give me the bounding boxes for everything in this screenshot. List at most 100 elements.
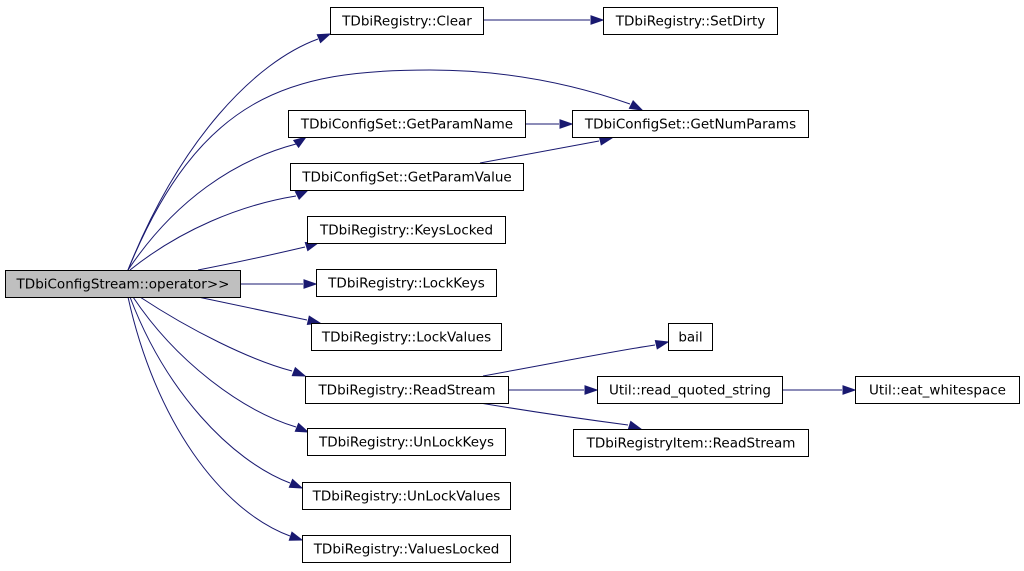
node-box (603, 7, 778, 35)
node-keyslocked[interactable]: TDbiRegistry::KeysLocked (307, 216, 506, 244)
node-unlockkeys[interactable]: TDbiRegistry::UnLockKeys (307, 428, 506, 456)
node-label: TDbiRegistry::LockValues (321, 330, 491, 346)
node-itemreadstream[interactable]: TDbiRegistryItem::ReadStream (573, 429, 809, 457)
node-label: TDbiRegistry::ReadStream (317, 383, 495, 399)
node-label: bail (678, 330, 702, 346)
edge-line (127, 143, 297, 271)
arrowhead-icon (288, 531, 304, 541)
node-box (290, 163, 524, 191)
node-label: TDbiRegistry::SetDirty (615, 14, 766, 30)
edge-root-to-lockkeys (240, 279, 318, 289)
edge-line (139, 296, 293, 372)
arrowhead-icon (628, 100, 644, 111)
node-label: TDbiRegistry::LockKeys (327, 276, 485, 292)
arrowhead-icon (303, 279, 318, 289)
node-clear[interactable]: TDbiRegistry::Clear (330, 7, 484, 35)
node-box (288, 110, 526, 138)
node-label: TDbiConfigSet::GetNumParams (584, 117, 796, 133)
arrowhead-icon (584, 385, 599, 395)
node-eatws[interactable]: Util::eat_whitespace (855, 376, 1020, 404)
arrowhead-icon (590, 15, 605, 25)
edge-getparamvalue-to-getnumparams (479, 136, 614, 164)
node-label: TDbiConfigSet::GetParamName (300, 117, 513, 133)
edge-line (197, 296, 308, 321)
edge-root-to-getparamvalue (129, 189, 310, 271)
edge-root-to-clear (127, 33, 332, 271)
edge-readstream-to-bail (482, 340, 670, 377)
node-valueslocked[interactable]: TDbiRegistry::ValuesLocked (302, 535, 511, 563)
node-getparamname[interactable]: TDbiConfigSet::GetParamName (288, 110, 526, 138)
node-box (573, 429, 809, 457)
call-graph-edges (127, 15, 857, 541)
node-lockvalues[interactable]: TDbiRegistry::LockValues (311, 323, 502, 351)
arrowhead-icon (559, 119, 574, 129)
edge-clear-to-setdirty (483, 15, 605, 25)
arrowhead-icon (292, 136, 308, 149)
node-box (316, 269, 497, 297)
node-root[interactable]: TDbiConfigStream::operator>> (5, 270, 241, 298)
node-label: Util::eat_whitespace (869, 383, 1006, 399)
edge-line (129, 296, 291, 484)
node-label: TDbiRegistry::UnLockValues (312, 489, 501, 505)
node-label: TDbiConfigSet::GetParamValue (301, 170, 511, 186)
edge-readquoted-to-eatws (782, 385, 857, 395)
node-box (307, 428, 506, 456)
arrowhead-icon (316, 33, 332, 44)
edge-line (127, 38, 319, 271)
arrowhead-icon (294, 189, 310, 200)
node-box (855, 376, 1020, 404)
node-box (302, 535, 511, 563)
edge-line (127, 296, 291, 537)
arrowhead-icon (627, 420, 643, 431)
node-label: TDbiConfigStream::operator>> (16, 277, 230, 293)
node-box (330, 7, 484, 35)
edge-root-to-lockvalues (197, 296, 322, 325)
node-unlockvalues[interactable]: TDbiRegistry::UnLockValues (302, 482, 511, 510)
node-getparamvalue[interactable]: TDbiConfigSet::GetParamValue (290, 163, 524, 191)
node-box (597, 376, 783, 404)
node-label: TDbiRegistry::UnLockKeys (318, 435, 494, 451)
edge-line (479, 140, 600, 164)
node-box (311, 323, 502, 351)
node-label: Util::read_quoted_string (609, 383, 771, 399)
node-box (5, 270, 241, 298)
edge-readstream-to-readquoted (508, 385, 599, 395)
node-label: TDbiRegistry::Clear (341, 14, 472, 30)
edge-line (132, 296, 297, 428)
edge-line (127, 69, 631, 271)
arrowhead-icon (288, 478, 304, 489)
edge-root-to-getnumparams (127, 69, 644, 271)
edge-line (479, 402, 629, 426)
edge-root-to-keyslocked (197, 241, 320, 271)
node-readstream[interactable]: TDbiRegistry::ReadStream (305, 376, 509, 404)
edge-line (197, 246, 306, 271)
node-readquoted[interactable]: Util::read_quoted_string (597, 376, 783, 404)
arrowhead-icon (842, 385, 857, 395)
arrowhead-icon (291, 366, 307, 377)
node-label: TDbiRegistryItem::ReadStream (586, 436, 796, 452)
edge-readstream-to-itemreadstream (479, 402, 643, 431)
edge-root-to-unlockkeys (132, 296, 310, 433)
arrowhead-icon (294, 422, 310, 433)
edge-line (482, 344, 656, 377)
arrowhead-icon (654, 340, 670, 350)
node-lockkeys[interactable]: TDbiRegistry::LockKeys (316, 269, 497, 297)
node-box (305, 376, 509, 404)
node-label: TDbiRegistry::ValuesLocked (313, 542, 500, 558)
node-bail[interactable]: bail (668, 323, 713, 351)
edge-root-to-valueslocked (127, 296, 304, 541)
node-getnumparams[interactable]: TDbiConfigSet::GetNumParams (572, 110, 809, 138)
node-label: TDbiRegistry::KeysLocked (319, 223, 493, 239)
node-setdirty[interactable]: TDbiRegistry::SetDirty (603, 7, 778, 35)
edge-line (129, 195, 297, 271)
node-box (302, 482, 511, 510)
node-box (572, 110, 809, 138)
edge-root-to-unlockvalues (129, 296, 304, 489)
edge-getparamname-to-getnumparams (525, 119, 574, 129)
edge-root-to-readstream (139, 296, 307, 377)
node-box (307, 216, 506, 244)
call-graph-nodes: TDbiConfigStream::operator>>TDbiRegistry… (5, 7, 1020, 563)
node-box (668, 323, 713, 351)
edge-root-to-getparamname (127, 136, 308, 271)
